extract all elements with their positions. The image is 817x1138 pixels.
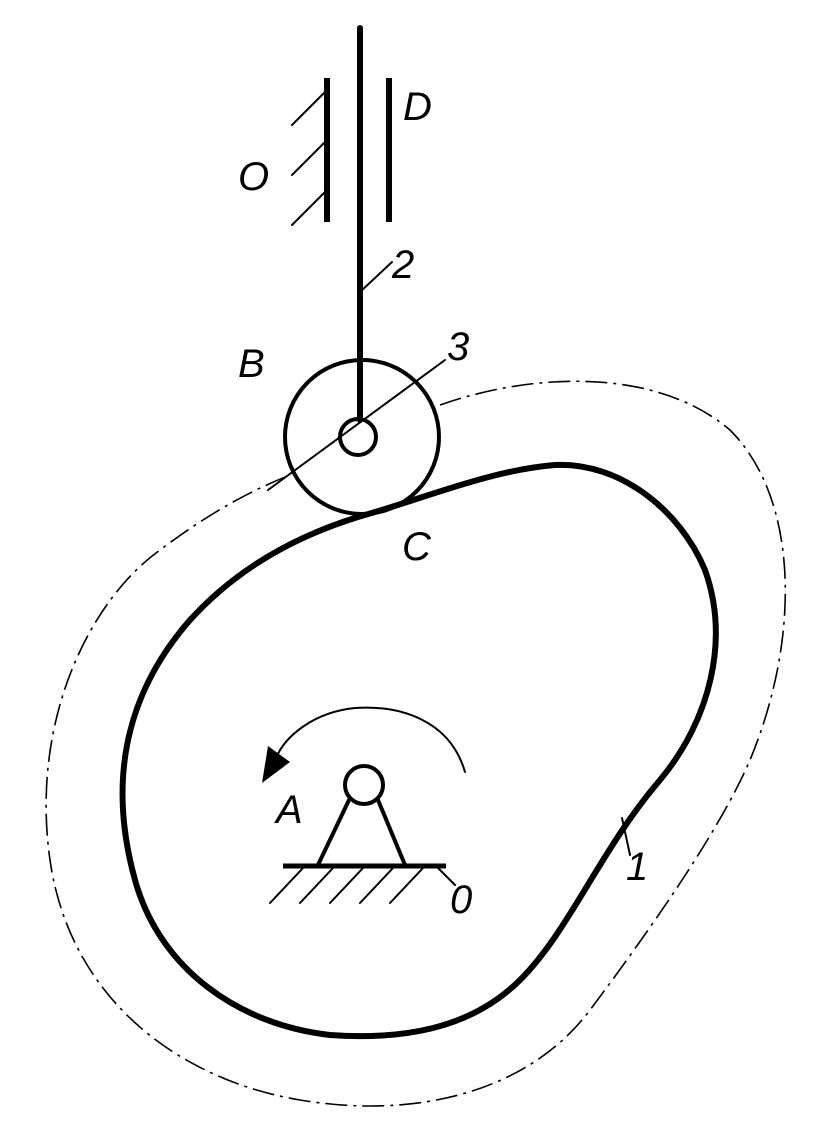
- frame-hatch-top: [291, 89, 328, 226]
- label-guide: D: [403, 85, 432, 129]
- label-cam: 1: [626, 845, 648, 889]
- label-roller: 3: [447, 325, 469, 369]
- pitch-curve: [45, 380, 787, 1107]
- leader-3: [267, 359, 446, 491]
- cam-profile: [119, 461, 719, 1040]
- rotation-arrowhead-icon: [262, 746, 290, 783]
- label-frame-top: O: [238, 155, 269, 199]
- leader-1: [621, 817, 631, 856]
- leader-2: [359, 261, 393, 293]
- label-ground: 0: [450, 878, 472, 922]
- label-contact: C: [402, 525, 432, 569]
- rotation-arc: [274, 706, 466, 773]
- cam-pivot: [316, 764, 407, 867]
- label-roller-center: B: [238, 342, 265, 386]
- label-follower-rod: 2: [391, 243, 414, 287]
- leader-0: [437, 867, 456, 886]
- label-cam-pivot: A: [274, 788, 303, 832]
- ground-hatch: [269, 867, 424, 904]
